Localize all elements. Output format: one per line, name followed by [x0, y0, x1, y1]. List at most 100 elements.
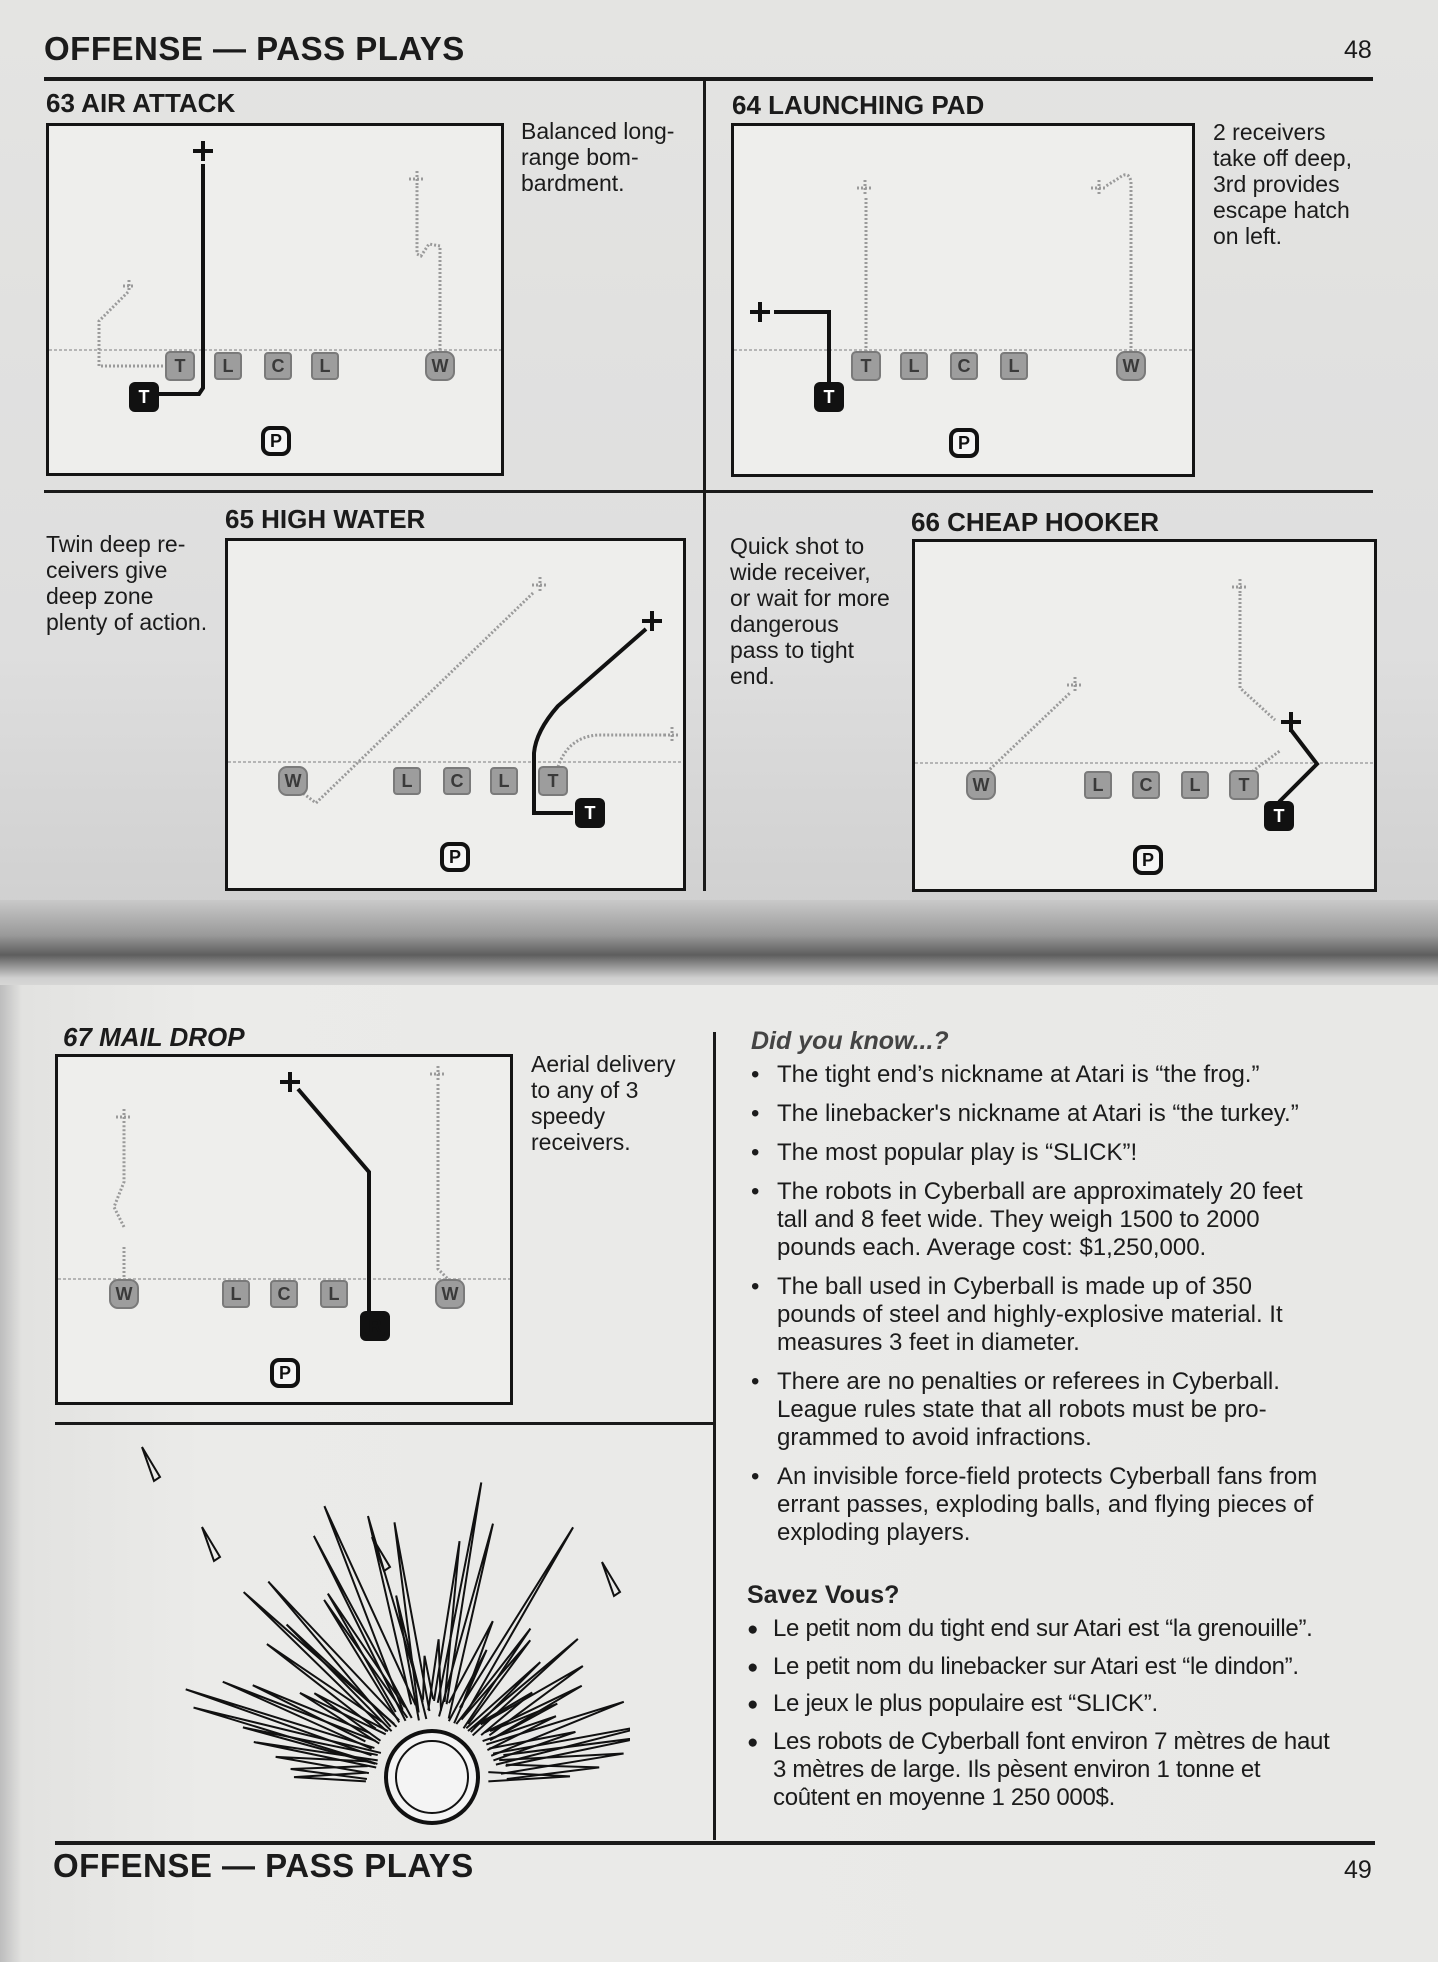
description-line: take off deep, [1213, 145, 1352, 171]
player-marker-active: T [814, 382, 844, 412]
target-plus-icon [857, 180, 873, 196]
play-diagram-svg: T L C L W T P [49, 141, 501, 456]
play-description: 2 receivers take off deep, 3rd provides … [1213, 119, 1352, 249]
svg-text:C: C [278, 1284, 291, 1304]
horizontal-divider [55, 1422, 715, 1425]
svg-text:L: L [231, 1284, 242, 1304]
bullet-icon: • [751, 1100, 760, 1127]
vertical-divider [703, 79, 706, 891]
target-plus-icon [116, 1109, 132, 1125]
explosion-spike [252, 1684, 371, 1743]
description-line: ceivers give [46, 557, 168, 583]
savez-vous-line: Le jeux le plus populaire est “SLICK”. [773, 1690, 1158, 1717]
vertical-divider [713, 1032, 716, 1840]
route-path [299, 591, 535, 805]
did-you-know-item: •An invisible force-field protects Cyber… [751, 1463, 1381, 1547]
route-path [157, 164, 205, 396]
player-marker: C [950, 352, 978, 380]
route-path [1238, 594, 1282, 776]
explosion-spike [323, 1505, 417, 1711]
player-marker: W [1116, 351, 1146, 381]
did-you-know-line: pounds of steel and highly-explosive mat… [777, 1301, 1283, 1328]
savez-vous-heading: Savez Vous? [747, 1581, 900, 1609]
player-marker-quarterback: P [261, 426, 291, 456]
description-line: receivers. [531, 1129, 631, 1155]
bullet-icon: • [751, 1061, 760, 1088]
explosion-debris [371, 1536, 392, 1573]
did-you-know-section: Did you know...? •The tight end’s nickna… [751, 1027, 1381, 1558]
explosion-spike [253, 1741, 378, 1769]
player-marker: W [966, 770, 996, 800]
player-marker: C [443, 767, 471, 795]
description-line: Aerial delivery [531, 1051, 676, 1077]
svg-text:L: L [223, 356, 234, 376]
target-plus-icon [532, 577, 548, 593]
route-path [97, 289, 167, 368]
explosion-spike [422, 1655, 435, 1700]
svg-text:C: C [1140, 775, 1153, 795]
player-marker: W [425, 351, 455, 381]
description-line: to any of 3 [531, 1077, 639, 1103]
did-you-know-line: errant passes, exploding balls, and flyi… [777, 1491, 1314, 1518]
explosion-spikes [141, 1446, 630, 1783]
svg-text:W: W [116, 1284, 133, 1304]
play-description: Balanced long- range bom- bardment. [521, 118, 674, 196]
player-marker: L [320, 1280, 348, 1308]
play-description: Twin deep re- ceivers give deep zone ple… [46, 531, 207, 635]
target-plus-icon [1281, 712, 1301, 732]
player-marker-active: T [1264, 801, 1294, 831]
explosion-spike [299, 1692, 387, 1745]
svg-text:L: L [1093, 775, 1104, 795]
description-line: bardment. [521, 170, 625, 196]
player-marker: L [311, 352, 339, 380]
player-marker-quarterback: P [440, 842, 470, 872]
explosion-spike [193, 1706, 382, 1765]
explosion-spike [395, 1595, 428, 1721]
explosion-spike [486, 1700, 625, 1757]
did-you-know-item: •There are no penalties or referees in C… [751, 1368, 1381, 1452]
target-plus-icon [193, 141, 213, 161]
bullet-icon: • [751, 1139, 760, 1166]
play-title: 63 AIR ATTACK [46, 88, 236, 118]
route-path [1277, 728, 1320, 804]
did-you-know-heading: Did you know...? [751, 1027, 949, 1055]
description-line: deep zone [46, 583, 154, 609]
did-you-know-line: The most popular play is “SLICK”! [777, 1139, 1138, 1166]
explosion-spike [323, 1599, 409, 1723]
did-you-know-line: grammed to avoid infractions. [777, 1424, 1092, 1451]
explosion-spike [492, 1727, 630, 1766]
bullet-icon: • [751, 1368, 760, 1395]
description-line: dangerous [730, 611, 839, 637]
play-title: 64 LAUNCHING PAD [732, 90, 985, 120]
target-plus-icon [750, 302, 770, 322]
player-marker: W [109, 1279, 139, 1309]
bullet-icon: ● [747, 1619, 759, 1640]
target-plus-icon [642, 611, 662, 631]
route-path [985, 690, 1073, 774]
player-marker: L [1000, 352, 1028, 380]
target-plus-icon [123, 280, 135, 292]
play-diagram-svg: W L C L W R P [58, 1066, 510, 1388]
svg-text:P: P [270, 431, 282, 451]
svg-text:L: L [320, 356, 331, 376]
player-marker: L [1084, 771, 1112, 799]
svg-text:L: L [402, 771, 413, 791]
savez-vous-line: Les robots de Cyberball font environ 7 m… [773, 1727, 1330, 1755]
svg-text:R: R [369, 1316, 382, 1336]
player-marker-quarterback: P [1133, 845, 1163, 875]
ball-icon-inner [395, 1740, 469, 1814]
description-line: escape hatch [1213, 197, 1350, 223]
explosion-spike [438, 1523, 494, 1719]
player-marker: C [264, 352, 292, 380]
svg-text:W: W [285, 771, 302, 791]
section-title: OFFENSE — PASS PLAYS [44, 30, 465, 67]
play-title: 66 CHEAP HOOKER [911, 507, 1160, 537]
route-path [436, 1083, 452, 1283]
description-line: on left. [1213, 223, 1283, 249]
section-title: OFFENSE — PASS PLAYS [53, 1847, 474, 1884]
explosion-spike [312, 1535, 413, 1722]
did-you-know-item: •The tight end’s nickname at Atari is “t… [751, 1061, 1381, 1089]
play-title: 67 MAIL DROP [63, 1022, 245, 1052]
description-line: speedy [531, 1103, 606, 1129]
savez-vous-line: 3 mètres de large. Ils pèsent environ 1 … [773, 1755, 1261, 1783]
